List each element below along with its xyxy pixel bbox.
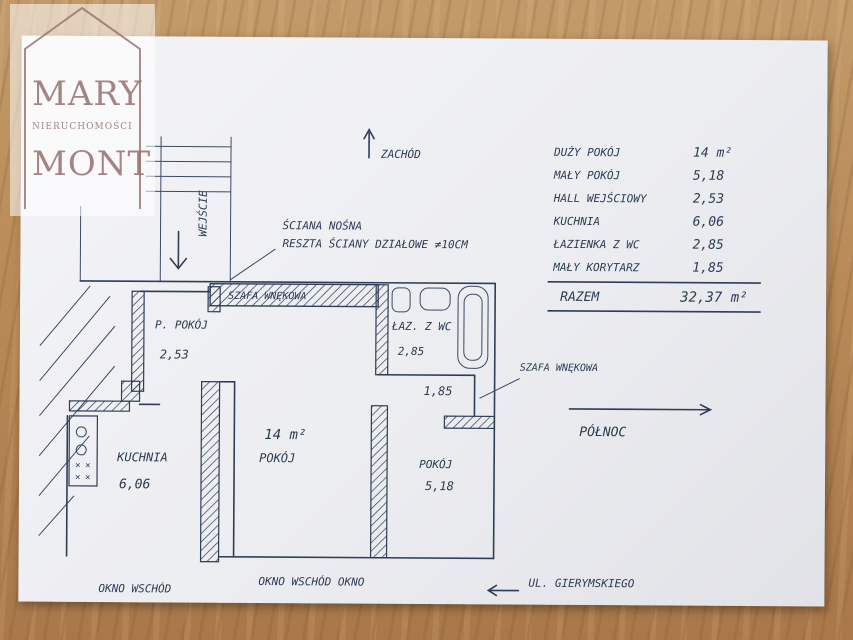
area-summary-table: DUŻY POKÓJ 14 m² MAŁY POKÓJ 5,18 HALL WE… [552,146,748,306]
label-living-room: POKÓJ [259,450,295,465]
staircase [79,136,232,282]
sink-icon [419,287,451,311]
agency-logo: MARY NIERUCHOMOŚCI MONT [10,4,155,216]
logo-text-top: MARY [32,74,143,114]
area-label: MAŁY KORYTARZ [552,261,640,275]
area-value: 14 m² [693,146,732,161]
north-arrow-icon [568,408,711,411]
area-value: 2,53 [693,192,724,207]
label-small-room: POKÓJ [419,458,452,471]
area-label: DUŻY POKÓJ [553,146,620,159]
entrance-left-wall [130,290,145,392]
value-entrance-room: 2,53 [160,347,189,361]
note-load-bearing-wall: ŚCIANA NOŚNA [283,219,363,232]
stove-icon: × × × × [75,461,91,483]
note-partition-walls: RESZTA ŚCIANY DZIAŁOWE ≠10CM [282,237,468,251]
svg-text:×: × [75,473,80,483]
area-value: 6,06 [693,215,725,230]
area-label: HALL WEJŚCIOWY [553,192,648,206]
label-window-east-middle: OKNO WSCHÓD OKNO [258,575,364,589]
area-label: KUCHNIA [553,215,600,228]
area-label: MAŁY POKÓJ [553,169,620,182]
area-value: 5,18 [693,169,725,184]
value-living-room: 14 m² [264,427,306,443]
label-west: ZACHÓD [380,148,421,161]
value-kitchen: 6,06 [119,477,151,492]
logo-text-bottom: MONT [32,144,152,184]
bathroom-left-wall [375,284,389,376]
living-left-wall [199,381,221,563]
bathtub-icon [457,285,489,369]
corridor-wall [443,415,496,430]
kitchen-counter [68,415,99,487]
total-label: RAZEM [560,290,600,305]
label-north: PÓŁNOC [579,424,626,440]
small-room-left-wall [369,405,389,559]
floor-plan-sheet: × × × × [18,35,828,607]
label-street: UL. GIERYMSKIEGO [528,577,634,591]
label-bathroom: ŁAZ. Z WC [391,320,452,333]
area-value: 2,85 [692,238,724,253]
area-label: ŁAZIENKA Z WC [552,238,640,252]
svg-text:×: × [85,461,90,471]
label-kitchen: KUCHNIA [116,450,168,464]
label-window-east-left: OKNO WSCHÓD [98,582,171,595]
label-entrance-room: P. POKÓJ [155,318,208,331]
label-entrance: WEJŚCIE [197,190,210,237]
value-small-room: 5,18 [425,479,454,493]
value-bathroom: 2,85 [398,345,425,358]
area-value: 1,85 [692,261,724,276]
svg-text:×: × [85,473,90,483]
svg-text:×: × [75,461,80,471]
value-corridor: 1,85 [424,384,453,398]
note-wardrobe-right: SZAFA WNĘKOWA [520,363,598,374]
logo-text-middle: NIERUCHOMOŚCI [32,122,133,132]
toilet-icon [391,287,411,313]
floor-plan-drawing: × × × × [38,128,762,597]
kitchen-top-wall [68,400,131,412]
total-value: 32,37 m² [679,290,748,306]
note-wardrobe-top: SZAFA WNĘKOWA [228,291,306,302]
